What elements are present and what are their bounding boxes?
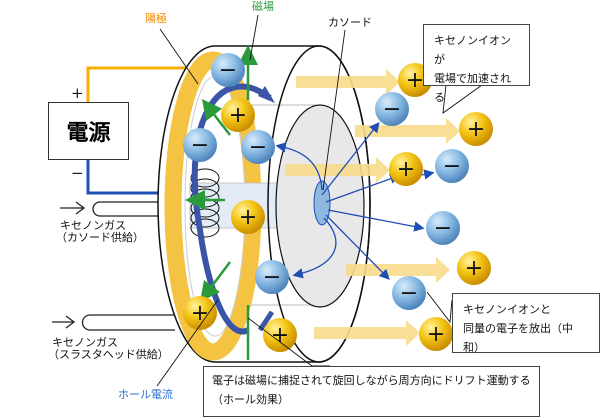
xenon-ion: +: [389, 152, 423, 186]
positive-wire: [86, 66, 190, 102]
cathode-leader-line: [322, 29, 346, 191]
electron: −: [375, 92, 409, 126]
hall-current-leader-line: [156, 299, 219, 387]
minus-sign: −: [434, 216, 452, 241]
magnetic-field-arrow: [201, 99, 231, 136]
ion-beam-arrow: [346, 257, 450, 283]
front-face: [267, 45, 371, 363]
magnetic-field-label: 磁場: [252, 0, 274, 13]
gas-arrow-cathode: [60, 201, 86, 215]
hall-effect-callout: 電子は磁場に捕捉されて旋回しながら周方向にドリフト運動する （ホール効果）: [203, 366, 540, 417]
minus-sign: −: [249, 135, 267, 160]
xenon-ion: +: [419, 317, 453, 351]
plus-sign: +: [427, 322, 445, 347]
minus-terminal: −: [71, 164, 84, 182]
electron: −: [255, 260, 289, 294]
anode-label: 陽極: [145, 12, 167, 25]
electron: −: [392, 276, 426, 310]
minus-sign: −: [443, 154, 461, 179]
cathode-label: カソード: [328, 16, 372, 29]
plus-sign: +: [465, 256, 483, 281]
cathode-emitter: [313, 180, 331, 226]
xenon-ion: +: [263, 318, 297, 352]
gas-arrow-thruster: [52, 315, 76, 329]
magnetic-field-arrow: [200, 261, 231, 302]
hall-current-label: ホール電流: [118, 388, 173, 401]
plus-sign: +: [229, 103, 247, 128]
xenon-ion: +: [459, 112, 493, 146]
ion-beam-arrow: [355, 118, 460, 144]
xenon-ion: +: [183, 296, 217, 330]
minus-sign: −: [263, 265, 281, 290]
plus-sign: +: [406, 68, 424, 93]
ion-beam-arrow: [285, 157, 390, 183]
minus-sign: −: [383, 97, 401, 122]
electron: −: [426, 211, 460, 245]
power-supply-box: 電源: [48, 102, 129, 160]
plus-sign: +: [271, 323, 289, 348]
minus-sign: −: [191, 133, 209, 158]
plus-sign: +: [467, 117, 485, 142]
gas-thruster-label-1: キセノンガス: [52, 336, 118, 349]
anode-leader-line: [159, 28, 199, 85]
gas-cathode-label-2: （カソード供給）: [56, 231, 144, 244]
plus-sign: +: [239, 205, 257, 230]
electron: −: [435, 149, 469, 183]
electron: −: [183, 128, 217, 162]
ion-beam-arrow: [314, 320, 420, 346]
gas-tube-cathode: [92, 201, 162, 217]
ion-acceleration-callout: キセノンイオンが 電場で加速される: [423, 24, 530, 104]
negative-wire: [86, 160, 162, 195]
plus-terminal: +: [71, 84, 84, 102]
neutralization-callout: キセノンイオンと 同量の電子を放出（中和）: [452, 293, 600, 354]
plus-sign: +: [191, 301, 209, 326]
electron: −: [211, 53, 245, 87]
xenon-ion: +: [221, 98, 255, 132]
plus-sign: +: [397, 157, 415, 182]
minus-sign: −: [400, 281, 418, 306]
minus-sign: −: [219, 58, 237, 83]
xenon-ion: +: [231, 200, 265, 234]
electron: −: [241, 130, 275, 164]
ion-beam-arrow: [296, 69, 400, 95]
gas-tube-thruster: [81, 314, 175, 331]
xenon-ion: +: [457, 251, 491, 285]
magnetic-field-leader-line: [249, 14, 259, 61]
gas-cathode-label-1: キセノンガス: [60, 219, 126, 232]
gas-thruster-label-2: （スラスタヘッド供給）: [48, 348, 169, 361]
